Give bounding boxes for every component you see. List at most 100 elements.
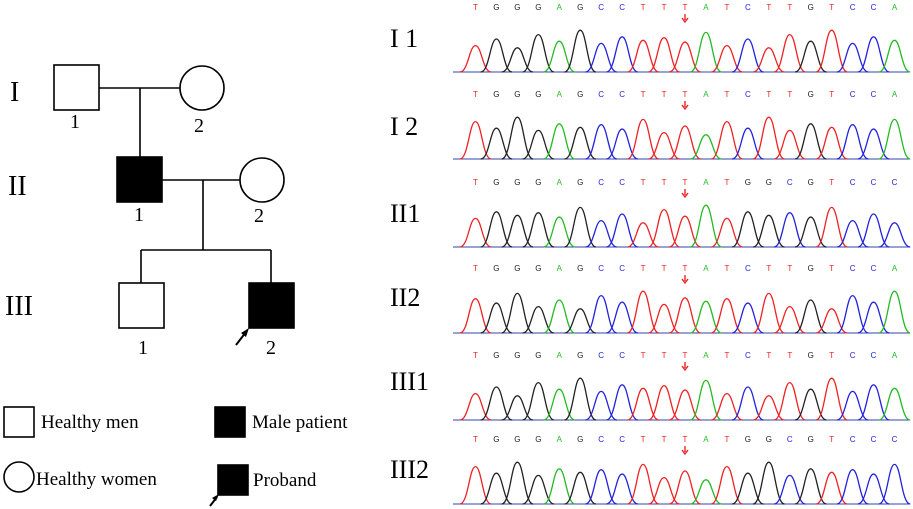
base-call: C <box>871 90 877 99</box>
pedigree: I II III 1 2 1 2 1 2 <box>5 64 295 359</box>
base-call: C <box>598 435 604 444</box>
base-call: C <box>619 3 625 12</box>
base-call: T <box>683 3 688 12</box>
chromatogram-peak <box>731 472 764 505</box>
base-call: T <box>787 264 792 273</box>
base-call: A <box>557 90 563 99</box>
base-call: T <box>724 435 729 444</box>
base-call: A <box>703 178 709 187</box>
base-call: A <box>892 351 898 360</box>
base-call: G <box>535 178 541 187</box>
base-call: C <box>598 178 604 187</box>
chromatogram-peak <box>689 379 722 421</box>
base-call: T <box>724 90 729 99</box>
base-call: C <box>619 435 625 444</box>
chromatogram-peak <box>710 120 743 160</box>
chromatogram-peak <box>480 211 513 248</box>
base-call: T <box>829 435 834 444</box>
base-call: T <box>787 3 792 12</box>
chromatogram-peak <box>878 463 911 505</box>
chromatogram-peak <box>773 212 806 248</box>
legend-healthy-women: Healthy women <box>36 469 157 490</box>
base-call: T <box>724 3 729 12</box>
base-call: A <box>703 435 709 444</box>
chromatogram-peak <box>480 38 513 73</box>
base-call: C <box>598 351 604 360</box>
chromatogram-peak <box>459 217 492 248</box>
chromatogram-peak <box>648 131 680 160</box>
member-number-III-1: 1 <box>138 337 148 359</box>
mutation-marker-icon <box>681 446 689 456</box>
base-call: G <box>535 90 541 99</box>
mutation-marker-icon <box>681 189 689 199</box>
base-call: C <box>871 435 877 444</box>
base-call: C <box>787 178 793 187</box>
base-call: G <box>766 178 772 187</box>
chromatogram-peak <box>501 47 534 73</box>
chromatogram-peak <box>752 116 785 160</box>
chromatogram-peak <box>690 479 722 505</box>
chromatogram-peak <box>815 471 848 505</box>
base-call: G <box>493 264 499 273</box>
chromatogram-peak <box>543 468 576 505</box>
chromatogram-peak <box>543 40 576 73</box>
chromatogram-peak <box>710 217 743 248</box>
proband-legend-arrow-icon <box>209 494 219 507</box>
pedigree-II-2-healthy-female <box>239 157 285 203</box>
base-call: G <box>577 178 583 187</box>
base-call: T <box>641 178 646 187</box>
chromatogram-peak <box>564 29 597 73</box>
chromatogram-peak <box>627 222 660 248</box>
chromatogram-peak <box>564 377 597 421</box>
chromatogram-peak <box>878 118 911 160</box>
member-number-I-1: 1 <box>70 111 80 133</box>
generation-label-II: II <box>8 171 27 202</box>
chromatogram-peak <box>731 302 764 334</box>
chromatogram-peak <box>669 470 701 505</box>
base-call: A <box>557 351 563 360</box>
chromatogram-peak <box>752 461 785 505</box>
base-call: G <box>514 435 520 444</box>
base-call: A <box>703 351 709 360</box>
chromatogram-peak <box>501 461 534 505</box>
chromatogram-label: II1 <box>390 199 420 228</box>
chromatogram-peak <box>648 476 680 505</box>
chromatogram-peak <box>522 129 555 160</box>
chromatogram-peak <box>731 38 764 73</box>
chromatogram-peak <box>773 474 806 505</box>
pedigree-III-1-healthy-male <box>118 282 165 329</box>
chromatogram-peak <box>501 116 534 160</box>
chromatogram-peak <box>501 395 534 421</box>
chromatogram-peak <box>794 468 827 505</box>
chromatogram-peak <box>564 471 597 505</box>
chromatogram-peak <box>669 41 701 73</box>
base-call: G <box>493 435 499 444</box>
healthy-women-symbol-icon <box>3 461 35 493</box>
chromatogram-peak <box>710 465 743 505</box>
chromatogram-peak <box>522 474 555 505</box>
chromatogram-peak <box>564 126 597 160</box>
chromatogram-peak <box>836 42 869 73</box>
base-call: A <box>703 90 709 99</box>
chromatogram-peak <box>648 385 681 421</box>
base-call: A <box>557 435 563 444</box>
base-call: T <box>829 264 834 273</box>
base-call: G <box>493 90 499 99</box>
base-call: C <box>892 178 898 187</box>
chromatogram-peak <box>585 294 618 334</box>
base-call: C <box>619 90 625 99</box>
proband-symbol-icon <box>217 464 249 496</box>
base-call: A <box>892 264 898 273</box>
base-call: A <box>892 3 898 12</box>
chromatogram-peak <box>710 298 743 334</box>
chromatogram-peak <box>459 298 492 334</box>
base-call: C <box>850 435 856 444</box>
base-call: T <box>662 264 667 273</box>
chromatogram-peak <box>543 123 576 160</box>
base-call: T <box>683 90 688 99</box>
base-call: G <box>535 264 541 273</box>
healthy-men-symbol-icon <box>3 406 35 438</box>
